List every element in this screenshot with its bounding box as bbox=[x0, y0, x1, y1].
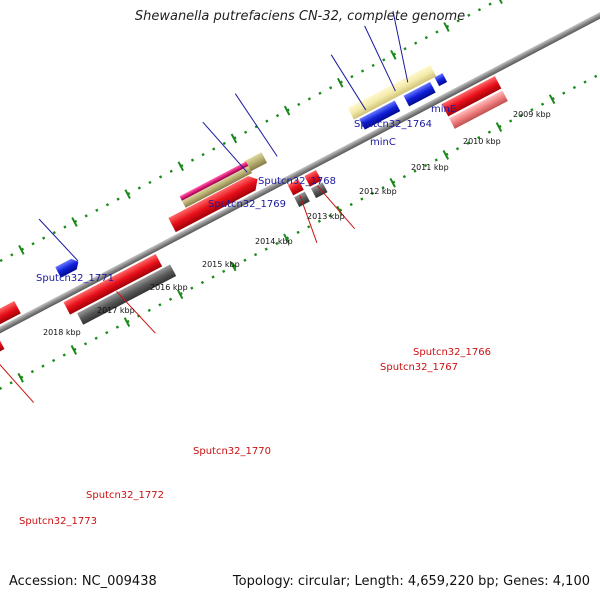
outer-ruler-tick bbox=[18, 244, 25, 255]
cds-forward-1766 bbox=[304, 169, 322, 187]
inner-ruler-tick bbox=[283, 233, 290, 244]
cds-pink-right[interactable] bbox=[449, 90, 508, 129]
cds-gray-1770[interactable] bbox=[77, 264, 177, 325]
cds-red-mid bbox=[168, 176, 258, 233]
outer-ruler-tick bbox=[283, 105, 291, 116]
gene-label-minC[interactable]: minC bbox=[370, 137, 396, 148]
gene-labels-bottom: Sputcn32_1766 Sputcn32_1767 Sputcn32_177… bbox=[19, 347, 491, 527]
gene-label-minE[interactable]: minE bbox=[431, 104, 456, 115]
leader-sputcn32-1766 bbox=[317, 185, 356, 230]
inner-ruler-tick bbox=[230, 261, 237, 272]
scale-label-2016: 2016 kbp bbox=[150, 283, 188, 292]
top-leader-lines bbox=[38, 10, 409, 262]
cds-forward-right bbox=[441, 76, 502, 117]
gene-label-sputcn32-1764[interactable]: Sputcn32_1764 bbox=[354, 119, 432, 130]
cds-magenta-1769[interactable] bbox=[179, 161, 249, 201]
gene-labels-top: minE Sputcn32_1764 minC Sputcn32_1768 Sp… bbox=[36, 104, 456, 284]
scale-label-2015: 2015 kbp bbox=[202, 260, 240, 269]
map-title: Shewanella putrefaciens CN-32, complete … bbox=[134, 9, 466, 24]
leader-sputcn32-1768 bbox=[234, 93, 278, 157]
leader-minE bbox=[392, 10, 409, 83]
scale-label-2018: 2018 kbp bbox=[43, 328, 81, 337]
leader-sputcn32-1770 bbox=[116, 291, 156, 334]
scale-label-2012: 2012 kbp bbox=[359, 187, 397, 196]
gene-label-sputcn32-1772[interactable]: Sputcn32_1772 bbox=[86, 490, 164, 501]
forward-strand-features bbox=[0, 76, 502, 362]
cds-gray-1767[interactable] bbox=[294, 191, 310, 207]
gene-tracks bbox=[77, 64, 508, 325]
outer-ruler-tick bbox=[71, 217, 78, 227]
inner-ruler-tick bbox=[17, 372, 24, 383]
cds-blue-1764[interactable] bbox=[359, 100, 401, 130]
scale-label-2013: 2013 kbp bbox=[307, 212, 345, 221]
outer-ruler-tick bbox=[443, 22, 450, 32]
outer-ruler-tick bbox=[496, 0, 503, 5]
bottom-leader-lines bbox=[0, 185, 356, 403]
leader-sputcn32-1769 bbox=[202, 121, 248, 173]
gene-label-sputcn32-1773[interactable]: Sputcn32_1773 bbox=[19, 516, 97, 527]
outer-ruler-tick bbox=[337, 77, 344, 88]
cds-forward-small bbox=[0, 338, 5, 362]
cds-minE[interactable] bbox=[387, 64, 437, 99]
inner-ruler-dots bbox=[0, 51, 600, 435]
cds-minC[interactable] bbox=[347, 87, 394, 120]
gene-label-sputcn32-1769[interactable]: Sputcn32_1769 bbox=[208, 199, 286, 210]
cds-gray-1766[interactable] bbox=[310, 182, 328, 199]
gene-label-sputcn32-1768[interactable]: Sputcn32_1768 bbox=[258, 176, 336, 187]
genome-backbone bbox=[0, 4, 600, 391]
outer-ruler-dots bbox=[0, 0, 589, 335]
cds-blue-tip[interactable] bbox=[434, 73, 448, 87]
gene-label-sputcn32-1770[interactable]: Sputcn32_1770 bbox=[193, 446, 271, 457]
cds-blue-small-left bbox=[55, 258, 79, 278]
gene-label-sputcn32-1771[interactable]: Sputcn32_1771 bbox=[36, 273, 114, 284]
cds-forward-1767 bbox=[287, 179, 304, 196]
inner-ruler-tick bbox=[176, 289, 184, 300]
cds-reverse-red-left bbox=[0, 300, 21, 365]
scale-label-2009: 2009 kbp bbox=[513, 110, 551, 119]
outer-ruler-ticks bbox=[18, 0, 503, 255]
cds-tan-1768[interactable] bbox=[243, 152, 268, 173]
scale-labels: 2009 kbp 2010 kbp 2011 kbp 2012 kbp 2013… bbox=[43, 110, 551, 337]
outer-ruler-tick bbox=[230, 133, 238, 144]
cds-blue-minD[interactable] bbox=[403, 81, 436, 107]
scale-label-2010: 2010 kbp bbox=[463, 137, 501, 146]
scale-label-2017: 2017 kbp bbox=[97, 306, 135, 315]
leader-sputcn32-1771 bbox=[38, 218, 79, 262]
inner-ruler-tick bbox=[442, 150, 450, 160]
leader-sputcn32-1772 bbox=[0, 356, 35, 403]
inner-ruler-tick bbox=[70, 345, 78, 355]
outer-ruler-tick bbox=[124, 189, 131, 200]
outer-ruler-tick bbox=[177, 161, 184, 172]
inner-ruler-ticks bbox=[17, 94, 556, 383]
cds-orange-1769[interactable] bbox=[181, 165, 253, 208]
leader-minC bbox=[330, 54, 367, 111]
inner-ruler-tick bbox=[123, 317, 131, 327]
gene-label-sputcn32-1766[interactable]: Sputcn32_1766 bbox=[413, 347, 491, 358]
outer-ruler-tick bbox=[390, 49, 397, 60]
inner-ruler-tick bbox=[548, 94, 556, 105]
leader-sputcn32-1764 bbox=[364, 25, 396, 92]
gene-label-sputcn32-1767[interactable]: Sputcn32_1767 bbox=[380, 362, 458, 373]
leader-sputcn32-1767 bbox=[299, 195, 318, 244]
scale-label-2011: 2011 kbp bbox=[411, 163, 449, 172]
inner-ruler-tick bbox=[389, 177, 396, 188]
scale-label-2014: 2014 kbp bbox=[255, 237, 293, 246]
map-frame bbox=[0, 0, 600, 435]
accession-text: Accession: NC_009438 bbox=[9, 574, 157, 589]
cds-forward-1770 bbox=[63, 253, 163, 315]
topology-summary: Topology: circular; Length: 4,659,220 bp… bbox=[232, 574, 590, 589]
inner-ruler-tick bbox=[495, 122, 503, 132]
